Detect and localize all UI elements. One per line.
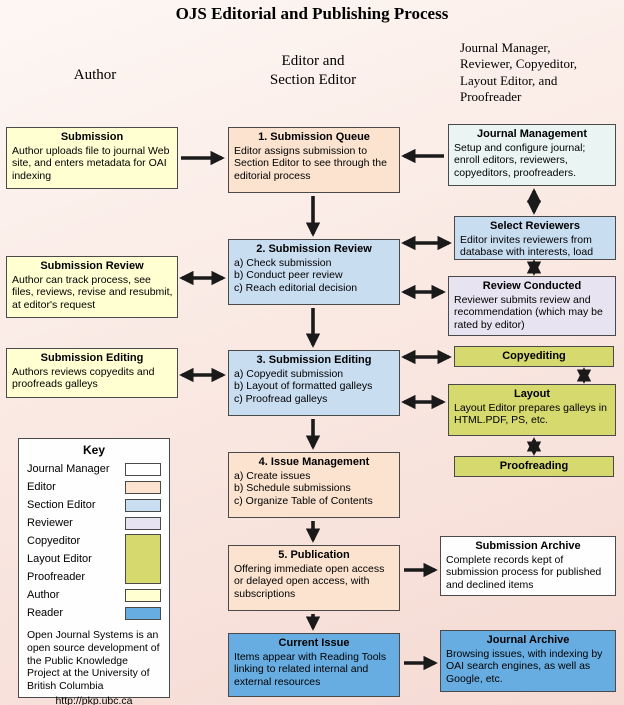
box-current-issue-body: Items appear with Reading Tools linking … xyxy=(234,650,387,688)
box-copyediting-title: Copyediting xyxy=(502,350,566,362)
box-review-conducted-body: Reviewer submits review and recommendati… xyxy=(454,293,603,331)
box-select-reviewers-title: Select Reviewers xyxy=(490,220,580,232)
column-header-editor: Editor and Section Editor xyxy=(269,53,357,88)
legend-row-editor: Editor xyxy=(19,478,169,496)
box-author-submission-editing-title: Submission Editing xyxy=(40,352,144,364)
legend-row-journal-manager: Journal Manager xyxy=(19,460,169,478)
box-submission-archive-title: Submission Archive xyxy=(475,540,581,552)
box-layout-body: Layout Editor prepares galleys in HTML.P… xyxy=(454,401,607,427)
legend-title: Key xyxy=(82,443,105,457)
legend-label: Journal Manager xyxy=(27,463,110,475)
box-submission-queue-body: Editor assigns submission to Section Edi… xyxy=(234,144,387,182)
box-current-issue: Current Issue Items appear with Reading … xyxy=(228,633,400,697)
box-proofreading: Proofreading xyxy=(454,456,614,477)
legend-label: Reviewer xyxy=(27,517,73,529)
box-submission: Submission Author uploads file to journa… xyxy=(6,127,178,189)
box-submission-archive-body: Complete records kept of submission proc… xyxy=(446,553,602,591)
box-journal-management-title: Journal Management xyxy=(476,128,588,140)
box-submission-queue-title: 1. Submission Queue xyxy=(258,131,370,143)
box-submission-archive: Submission Archive Complete records kept… xyxy=(440,536,616,596)
legend-label: Copyeditor xyxy=(27,535,81,547)
box-author-submission-review-title: Submission Review xyxy=(40,260,144,272)
box-proofreading-title: Proofreading xyxy=(499,460,569,472)
box-journal-archive-title: Journal Archive xyxy=(486,634,570,646)
box-select-reviewers-body: Editor invites reviewers from database w… xyxy=(460,233,594,259)
box-layout-title: Layout xyxy=(513,388,551,400)
box-publication: 5. Publication Offering immediate open a… xyxy=(228,545,400,611)
box-submission-review-title: 2. Submission Review xyxy=(256,243,372,255)
legend-swatch-journal-manager xyxy=(125,462,161,476)
legend-row-section-editor: Section Editor xyxy=(19,496,169,514)
box-journal-management: Journal Management Setup and configure j… xyxy=(448,124,616,186)
box-review-conducted: Review Conducted Reviewer submits review… xyxy=(448,276,616,336)
box-publication-body: Offering immediate open access or delaye… xyxy=(234,562,385,600)
box-select-reviewers: Select Reviewers Editor invites reviewer… xyxy=(454,216,616,260)
box-layout: Layout Layout Editor prepares galleys in… xyxy=(448,384,616,436)
box-author-submission-editing: Submission Editing Authors reviews copye… xyxy=(6,348,178,398)
box-review-conducted-title: Review Conducted xyxy=(482,280,582,292)
box-journal-archive: Journal Archive Browsing issues, with in… xyxy=(440,630,616,692)
legend-swatch-section-editor xyxy=(125,498,161,512)
box-issue-management-title: 4. Issue Management xyxy=(258,456,370,468)
legend-swatch-author xyxy=(125,588,161,602)
box-journal-archive-body: Browsing issues, with indexing by OAI se… xyxy=(446,647,603,685)
box-author-submission-editing-body: Authors reviews copyedits and proofreads… xyxy=(12,365,155,391)
box-submission-body: Author uploads file to journal Web site,… xyxy=(12,144,170,182)
legend-row-copyeditor-group: Copyeditor Layout Editor Proofreader xyxy=(19,532,169,586)
column-header-journal-manager: Journal Manager, Reviewer, Copyeditor, L… xyxy=(460,40,578,104)
box-current-issue-title: Current Issue xyxy=(278,637,350,649)
legend-label: Layout Editor xyxy=(27,553,92,565)
box-submission-review: 2. Submission Review a) Check submission… xyxy=(228,239,400,305)
legend-row-reviewer: Reviewer xyxy=(19,514,169,532)
box-journal-management-body: Setup and configure journal; enroll edit… xyxy=(454,141,586,179)
box-issue-management: 4. Issue Management a) Create issues b) … xyxy=(228,452,400,518)
box-submission-editing-body: a) Copyedit submission b) Layout of form… xyxy=(234,367,373,405)
legend-swatch-reviewer xyxy=(125,516,161,530)
legend-row-author: Author xyxy=(19,586,169,604)
legend-label: Section Editor xyxy=(27,499,96,511)
legend-label: Author xyxy=(27,589,60,601)
legend-row-reader: Reader xyxy=(19,604,169,622)
legend-swatch-copyeditor-group xyxy=(125,534,161,584)
legend-label: Reader xyxy=(27,607,64,619)
box-submission-review-body: a) Check submission b) Conduct peer revi… xyxy=(234,256,358,294)
box-author-submission-review: Submission Review Author can track proce… xyxy=(6,256,178,318)
legend-label: Editor xyxy=(27,481,56,493)
box-submission-editing: 3. Submission Editing a) Copyedit submis… xyxy=(228,350,400,416)
column-header-author: Author xyxy=(73,67,117,83)
box-submission-queue: 1. Submission Queue Editor assigns submi… xyxy=(228,127,400,193)
legend-swatch-reader xyxy=(125,606,161,620)
legend-key: Key Journal Manager Editor Section Edito… xyxy=(18,438,170,705)
legend-label: Proofreader xyxy=(27,571,86,583)
box-submission-title: Submission xyxy=(60,131,124,143)
box-copyediting: Copyediting xyxy=(454,346,614,367)
box-submission-editing-title: 3. Submission Editing xyxy=(256,354,372,366)
box-publication-title: 5. Publication xyxy=(278,549,350,561)
legend-swatch-editor xyxy=(125,480,161,494)
legend-url: http://pkp.ubc.ca xyxy=(55,694,133,705)
box-issue-management-body: a) Create issues b) Schedule submissions… xyxy=(234,469,373,507)
box-author-submission-review-body: Author can track process, see files, rev… xyxy=(12,273,173,311)
diagram-title: OJS Editorial and Publishing Process xyxy=(175,4,449,23)
legend-note: Open Journal Systems is an open source d… xyxy=(27,629,160,693)
